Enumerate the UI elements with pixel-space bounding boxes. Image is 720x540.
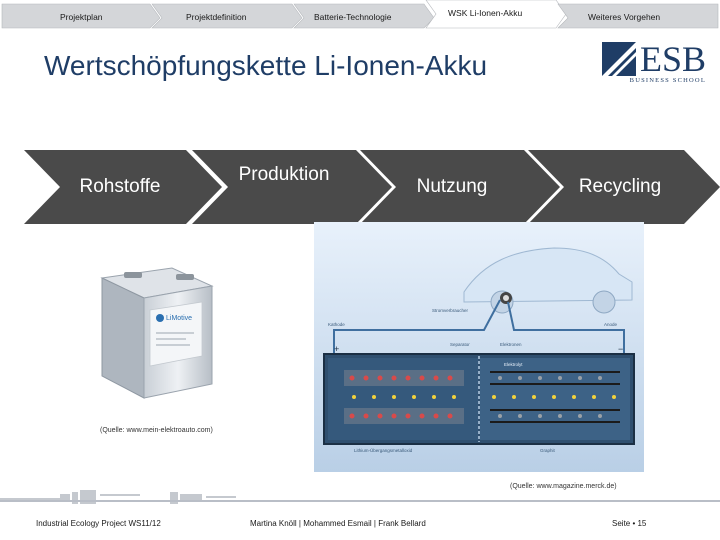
- nav-tab-wsk-li-ionen-akku[interactable]: WSK Li-Ionen-Akku: [448, 8, 523, 18]
- battery-brand-text: LiMotive: [166, 315, 192, 322]
- schematic-label-top: Stromverbraucher: [432, 308, 469, 313]
- schematic-image-caption: (Quelle: www.magazine.merck.de): [510, 483, 617, 490]
- footer-divider: [0, 500, 720, 502]
- nav-tab-projektdefinition[interactable]: Projektdefinition: [186, 12, 247, 22]
- chevron-label-produktion: Produktion: [238, 164, 330, 185]
- footer-decoration: [0, 490, 296, 504]
- process-chevrons: Rohstoffe Produktion Nutzung Recycling: [0, 150, 720, 224]
- schematic-label-electrons: Elektronen: [500, 342, 522, 347]
- chevron-shape-recycling: [528, 150, 720, 224]
- schematic-label-graphite: Graphit: [540, 448, 555, 453]
- chevron-shape-nutzung: [360, 150, 560, 224]
- esb-logo-mark-icon: [602, 42, 636, 76]
- anode-dots: [498, 376, 602, 418]
- chevron-label-rohstoffe: Rohstoffe: [79, 176, 161, 197]
- schematic-label-separator: Separator: [450, 342, 470, 347]
- nav-tab-batterie-technologie[interactable]: Batterie-Technologie: [314, 12, 392, 22]
- minus-icon: −: [618, 344, 623, 354]
- cathode-red-dots: [349, 375, 453, 419]
- esb-logo-text: ESB: [640, 39, 707, 79]
- li-ion-schematic-image: + − Stromverbraucher Kathode Anode Separ…: [314, 222, 644, 472]
- nav-tab-shape-5: [557, 3, 719, 29]
- nav-tab-shape-1: [1, 3, 161, 29]
- footer-project: Industrial Ecology Project WS11/12: [36, 519, 161, 528]
- lithium-ions: [352, 395, 616, 399]
- schematic-label-electrolyte: Elektrolyt: [504, 362, 523, 367]
- page-title: Wertschöpfungskette Li-Ionen-Akku: [44, 50, 488, 81]
- schematic-label-lithium-oxide: Lithium-Übergangsmetalloxid: [354, 448, 413, 453]
- esb-logo-subtitle: BUSINESS SCHOOL: [629, 77, 706, 84]
- schematic-drawing: + −: [314, 222, 644, 472]
- footer-page-number: Seite • 15: [612, 519, 647, 528]
- chevron-shape-rohstoffe: [24, 150, 222, 224]
- nav-tab-shape-2: [151, 3, 303, 29]
- battery-image-caption: (Quelle: www.mein-elektroauto.com): [100, 427, 213, 434]
- schematic-label-right: Anode: [604, 322, 618, 327]
- chevron-shapes: [24, 150, 720, 224]
- footer-authors: Martina Knöll | Mohammed Esmail | Frank …: [250, 519, 426, 528]
- esb-logo: ESB BUSINESS SCHOOL: [600, 40, 706, 86]
- schematic-label-left: Kathode: [328, 322, 345, 327]
- chevron-label-nutzung: Nutzung: [416, 176, 488, 197]
- anode-graphite-layers: [490, 371, 620, 423]
- cathode-particles: [344, 370, 464, 424]
- chevron-label-recycling: Recycling: [578, 176, 662, 197]
- nav-tab-shapes: [1, 0, 719, 29]
- nav-tab-shape-3: [293, 3, 435, 29]
- plus-icon: +: [334, 344, 339, 354]
- nav-tab-projektplan[interactable]: Projektplan: [60, 12, 103, 22]
- battery-cell-image: LiMotive: [52, 248, 228, 418]
- top-navigation: Projektplan Projektdefinition Batterie-T…: [0, 0, 720, 30]
- nav-tab-shape-4-active: [425, 0, 567, 29]
- chevron-shape-produktion: [192, 150, 392, 224]
- nav-tab-weiteres-vorgehen[interactable]: Weiteres Vorgehen: [588, 12, 661, 22]
